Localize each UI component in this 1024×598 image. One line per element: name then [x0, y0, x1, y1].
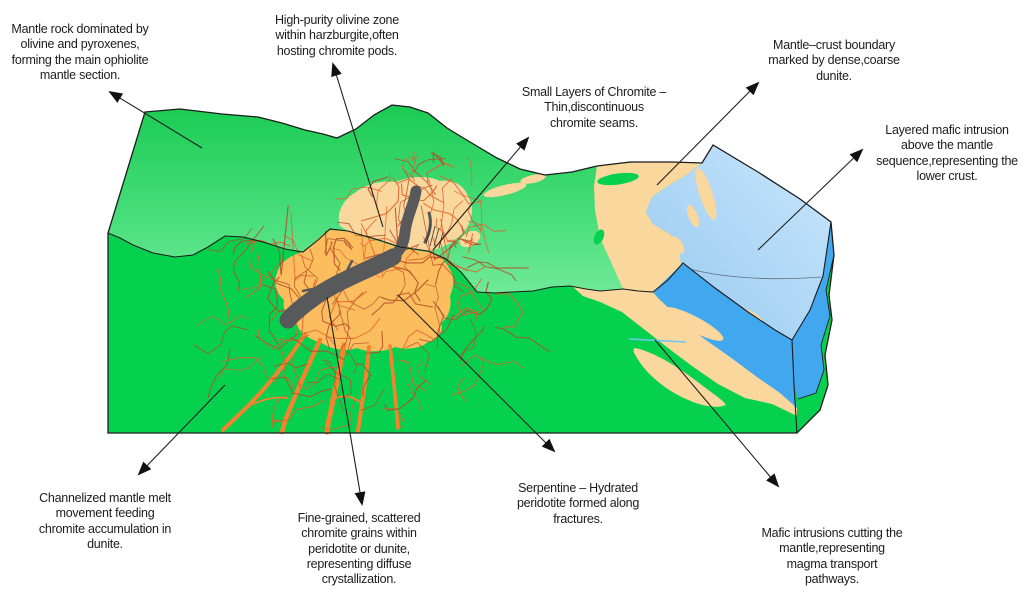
moho-dunite-strip-top — [594, 162, 702, 292]
arrow-chromite-layers — [432, 136, 530, 251]
label-line: pathways. — [804, 571, 860, 586]
label-line: chromite accumulation in — [38, 521, 172, 536]
label-line: representing diffuse — [306, 556, 412, 571]
label-line: olivine and pyroxenes, — [20, 37, 140, 52]
arrow-melt-channels — [137, 384, 226, 476]
fold-edge-line — [107, 228, 793, 341]
label-line: lower crust. — [916, 168, 978, 183]
label-mantle-rock: Mantle rock dominated by olivine and pyr… — [11, 22, 148, 83]
label-line: dunite. — [87, 536, 123, 551]
label-line: Serpentine – Hydrated — [518, 481, 638, 495]
arrow-layered-intrusion — [757, 148, 864, 251]
intrusion-front-face — [653, 263, 797, 410]
arrow-mantle-rock — [108, 90, 203, 149]
label-line: within harzburgite,often — [275, 28, 399, 43]
melt-channels — [221, 332, 400, 435]
arrow-olivine-zone — [331, 62, 384, 228]
arrow-mafic-dikes — [654, 339, 780, 488]
dunite-lens-top — [483, 182, 527, 198]
label-line: peridotite formed along — [516, 496, 640, 511]
label-layered-intrusion: Layered mafic intrusion above the mantle… — [876, 123, 1018, 184]
intrusion-side-face — [792, 222, 834, 399]
intrusion-top-surface — [646, 145, 831, 340]
arrow-serpentine — [397, 294, 556, 453]
dunite-lens-in-intrusion-front — [664, 307, 724, 341]
label-serpentine: Serpentine – Hydrated peridotite formed … — [517, 481, 639, 527]
label-line: forming the main ophiolite — [11, 52, 149, 67]
gabbro-layering-line — [681, 266, 822, 280]
dunite-band-front-lower — [633, 348, 726, 407]
label-line: magma transport — [786, 556, 878, 571]
arrow-moho-boundary — [656, 81, 760, 186]
thin-sill-line — [628, 338, 687, 343]
dunite-lens-in-intrusion — [686, 204, 700, 228]
label-line: High-purity olivine zone — [275, 13, 399, 27]
green-lens-in-dunite — [597, 172, 639, 186]
arrow-disseminated-chromite — [326, 296, 366, 506]
top-right-edge — [791, 221, 832, 341]
side-face-contact-line — [797, 254, 835, 400]
label-line: marked by dense,coarse — [768, 53, 900, 68]
label-line: hosting chromite pods. — [276, 43, 398, 58]
label-line: above the mantle — [901, 138, 993, 153]
label-line: fractures. — [553, 511, 603, 526]
label-line: peridotite or dunite, — [308, 541, 410, 556]
dunite-band-front — [572, 286, 797, 416]
label-line: mantle,representing — [779, 541, 885, 556]
green-lens-in-dunite — [593, 229, 605, 245]
serpentine-fracture-mesh — [193, 150, 551, 431]
label-line: Mantle rock dominated by — [11, 22, 149, 36]
dunite-lens-in-intrusion — [695, 168, 717, 220]
label-melt-channels: Channelized mantle melt movement feeding… — [38, 491, 172, 552]
label-mafic-dikes: Mafic intrusions cutting the mantle,repr… — [762, 526, 903, 587]
label-line: chromite grains within — [301, 526, 417, 541]
dunite-lens-top — [520, 174, 546, 184]
label-moho-boundary: Mantle–crust boundary marked by dense,co… — [768, 38, 900, 84]
label-line: dunite. — [816, 68, 852, 83]
label-olivine-zone: High-purity olivine zone within harzburg… — [275, 13, 399, 59]
label-line: mantle section. — [39, 67, 121, 82]
label-line: sequence,representing the — [876, 153, 1018, 168]
label-line: Layered mafic intrusion — [885, 123, 1009, 137]
label-line: crystallization. — [321, 572, 397, 587]
label-line: chromite seams. — [550, 115, 638, 130]
front-corner-edge — [791, 339, 798, 434]
label-disseminated-chromite: Fine-grained, scattered chromite grains … — [298, 511, 421, 587]
callout-arrows — [108, 62, 864, 506]
label-line: Channelized mantle melt — [39, 491, 171, 505]
label-line: Fine-grained, scattered — [297, 511, 421, 525]
block-silhouette — [107, 104, 835, 434]
label-line: Small Layers of Chromite – — [521, 85, 667, 99]
dunite-lens-in-intrusion — [669, 236, 685, 254]
label-line: Mafic intrusions cutting the — [761, 526, 903, 540]
label-line: Thin,discontinuous — [544, 100, 644, 115]
label-line: Mantle–crust boundary — [773, 38, 895, 52]
label-line: movement feeding — [55, 506, 155, 521]
label-chromite-layers: Small Layers of Chromite – Thin,disconti… — [521, 85, 667, 131]
